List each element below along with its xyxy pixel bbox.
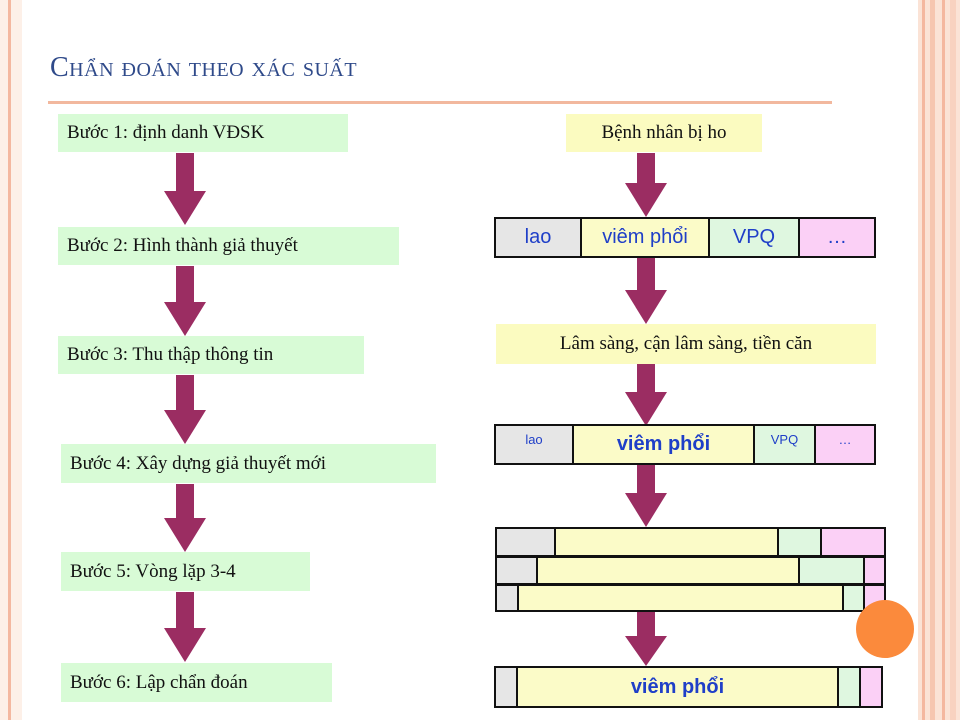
- final-diagnosis-bar: viêm phổi: [494, 666, 883, 708]
- iteration-2-vpq-segment: [800, 558, 865, 583]
- arrow-down-step-4: [164, 484, 206, 552]
- page-border-left: [0, 0, 22, 720]
- updated-hypothesis-lao: lao: [496, 426, 574, 463]
- arrow-down-right-1: [625, 153, 667, 217]
- right-stripe-3: [942, 0, 945, 720]
- step-2-box: Bước 2: Hình thành giả thuyết: [58, 227, 399, 265]
- clinical-info-box: Lâm sàng, cận lâm sàng, tiền căn: [496, 324, 876, 364]
- arrow-down-right-5: [625, 612, 667, 666]
- iteration-3-vpq-segment: [844, 586, 865, 610]
- updated-hypotheses-table: lao viêm phổi VPQ …: [494, 424, 876, 465]
- step-5-box: Bước 5: Vòng lặp 3-4: [61, 552, 310, 591]
- hypothesis-vpq: VPQ: [710, 219, 800, 256]
- iteration-1-other-segment: [822, 529, 884, 555]
- right-stripe-4: [950, 0, 956, 720]
- page-border-left-line: [8, 0, 11, 720]
- right-stripe-2: [930, 0, 935, 720]
- hypothesis-viem-phoi: viêm phổi: [582, 219, 710, 256]
- arrow-down-step-1: [164, 153, 206, 225]
- patient-cough-box: Bệnh nhân bị ho: [566, 114, 762, 152]
- arrow-down-right-3: [625, 364, 667, 426]
- updated-hypothesis-vpq: VPQ: [755, 426, 816, 463]
- step-1-box: Bước 1: định danh VĐSK: [58, 114, 348, 152]
- step-6-box: Bước 6: Lập chẩn đoán: [61, 663, 332, 702]
- iteration-3-viem-phoi-segment: [519, 586, 844, 610]
- iteration-1-viem-phoi-segment: [556, 529, 779, 555]
- final-vpq-segment: [839, 668, 861, 706]
- final-other-segment: [861, 668, 881, 706]
- hypothesis-lao: lao: [496, 219, 582, 256]
- title-underline: [48, 101, 832, 104]
- arrow-down-step-5: [164, 592, 206, 662]
- hypothesis-other: …: [800, 219, 874, 256]
- iteration-2-lao-segment: [497, 558, 538, 583]
- step-4-box: Bước 4: Xây dựng giả thuyết mới: [61, 444, 436, 483]
- updated-hypothesis-other: …: [816, 426, 874, 463]
- page-title: Chẩn đoán theo xác suất: [50, 52, 358, 83]
- right-stripe-1: [922, 0, 925, 720]
- iteration-1-lao-segment: [497, 529, 556, 555]
- iteration-2-viem-phoi-segment: [538, 558, 800, 583]
- iteration-2-other-segment: [865, 558, 884, 583]
- step-3-box: Bước 3: Thu thập thông tin: [58, 336, 364, 374]
- iteration-3-lao-segment: [497, 586, 519, 610]
- arrow-down-right-2: [625, 258, 667, 324]
- updated-hypothesis-viem-phoi: viêm phổi: [574, 426, 755, 463]
- final-diagnosis-viem-phoi: viêm phổi: [518, 668, 839, 706]
- arrow-down-step-2: [164, 266, 206, 336]
- decorative-orange-circle: [856, 600, 914, 658]
- hypotheses-table: lao viêm phổi VPQ …: [494, 217, 876, 258]
- iteration-bar-2: [495, 556, 886, 585]
- arrow-down-step-3: [164, 375, 206, 444]
- iteration-bar-1: [495, 527, 886, 557]
- iteration-1-vpq-segment: [779, 529, 822, 555]
- arrow-down-right-4: [625, 465, 667, 527]
- iteration-bar-3: [495, 584, 886, 612]
- final-lao-segment: [496, 668, 518, 706]
